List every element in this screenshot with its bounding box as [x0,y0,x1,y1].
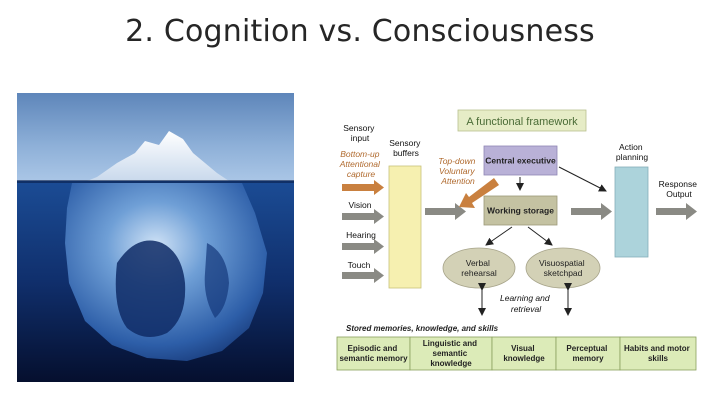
memory-box-episodic-label: Episodic and semantic memory [339,344,408,363]
top-down-label: Top-down Voluntary Attention [438,156,477,186]
learning-retrieval-label: Learning and retrieval [500,293,552,314]
memory-box-linguistic-label: Linguistic and semantic knowledge [423,339,479,368]
response-output-label: Response Output [659,179,700,199]
memory-box-episodic [336,336,411,371]
buffers-to-working-arrow [425,203,466,220]
input-vision-arrow [342,209,384,224]
working-to-verbal-arrow [485,226,513,246]
slide-title: 2. Cognition vs. Consciousness [125,14,595,49]
input-touch-label: Touch [348,260,371,270]
input-hearing-arrow [342,239,384,254]
iceberg-image [17,93,294,382]
action-planning-box [614,166,649,258]
exec-to-action-arrow [558,166,607,192]
input-touch-arrow [342,268,384,283]
input-vision-label: Vision [349,200,372,210]
working-to-visuospatial-arrow [527,226,553,246]
central-executive-label: Central executive [485,156,556,166]
memory-box-habits-label: Habits and motor skills [624,344,692,363]
functional-framework-diagram: A functional framework Sensory input Sen… [336,109,700,371]
framework-title-box [457,109,587,132]
memory-box-perceptual-label: Perceptual memory [566,344,609,363]
input-hearing-label: Hearing [346,230,376,240]
bottom-up-arrow [342,180,384,195]
bottom-up-label: Bottom-up Attentional capture [339,149,383,179]
sensory-buffers-box [388,165,422,289]
working-to-action-arrow [571,203,612,220]
visuospatial-sketchpad-label: Visuospatial sketchpad [539,258,587,278]
top-down-arrow [459,178,499,208]
working-storage-label: Working storage [487,206,554,216]
working-storage-box [483,195,558,226]
sensory-input-label: Sensory input [343,123,377,143]
action-planning-label: Action planning [616,142,648,162]
sensory-buffers-label: Sensory buffers [389,138,423,158]
memory-box-habits [619,336,697,371]
framework-title: A functional framework [466,116,578,128]
stored-memories-label: Stored memories, knowledge, and skills [346,324,499,333]
central-executive-box [483,145,558,176]
memory-box-visual [491,336,557,371]
visuospatial-sketchpad-ellipse [525,247,601,289]
memory-box-visual-label: Visual knowledge [503,344,545,363]
memory-boxes: Episodic and semantic memory Linguistic … [336,336,697,371]
verbal-rehearsal-label: Verbal rehearsal [461,258,497,278]
response-output-arrow [656,203,697,220]
